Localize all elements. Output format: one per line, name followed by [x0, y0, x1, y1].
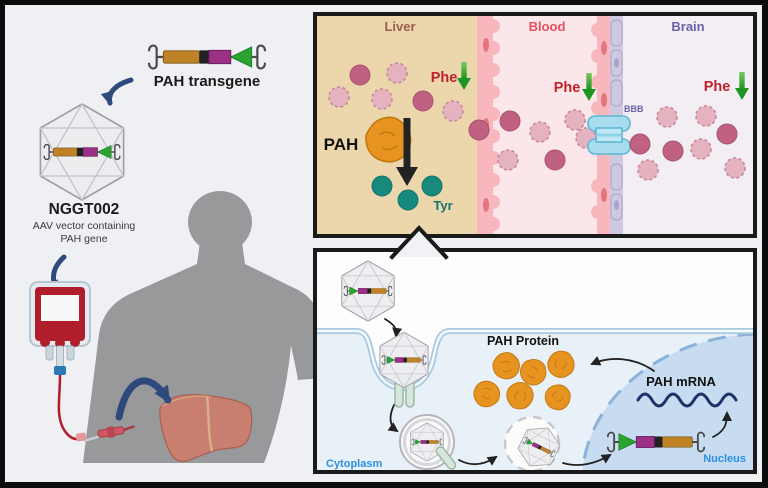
pah-enzyme-label: PAH: [324, 135, 359, 154]
arrow-aav-binding: [384, 318, 403, 338]
endosome-icon: [399, 414, 457, 470]
cytoplasm-label: Cytoplasm: [326, 458, 382, 470]
pah-transgene-label: PAH transgene: [154, 73, 260, 90]
catheter-icon: [97, 425, 135, 438]
disassembling-endosome-icon: [503, 415, 566, 475]
bottom-panel: PAH mRNA PAH Protein Cytoplasm Nucleus: [313, 248, 757, 475]
blood-label: Blood: [529, 19, 566, 34]
bottom-panel-border: [313, 248, 757, 474]
arrow-iv-to-liver: [115, 377, 172, 421]
arrow-transcription: [712, 411, 732, 438]
phe-label-liver: Phe: [431, 70, 458, 86]
arrow-to-nucleus: [562, 453, 612, 466]
mrna-label: PAH mRNA: [646, 374, 716, 389]
arrow-to-endosome: [387, 404, 399, 433]
arrow-translation: [590, 356, 655, 372]
arrow-transgene-to-vector: [100, 77, 134, 106]
phe-molecules-brain: [629, 105, 746, 181]
arrow-endosome-escape: [458, 455, 498, 466]
liver-organ: [159, 393, 253, 463]
tyr-label: Tyr: [433, 198, 452, 213]
human-silhouette: [83, 191, 322, 463]
nucleus-label: Nucleus: [703, 453, 746, 465]
phe-molecules-blood: [497, 109, 597, 171]
tube-clamp: [54, 366, 66, 375]
tyr-molecules: [371, 175, 443, 211]
phe-label-brain: Phe: [704, 79, 731, 95]
bbb-label: BBB: [624, 104, 644, 114]
nucleus-region: [581, 332, 753, 470]
top-panel: Liver Blood Brain Phe Phe Phe: [313, 12, 757, 238]
phe-label-blood: Phe: [554, 80, 581, 96]
pah-protein-label: PAH Protein: [487, 334, 559, 348]
mrna-icon: [636, 392, 738, 408]
vector-desc-line2: PAH gene: [60, 233, 107, 245]
phe-molecules-liver: [328, 62, 490, 141]
liver-label: Liver: [384, 19, 415, 34]
iv-line-and-catheter: [57, 374, 135, 443]
vector-desc-line1: AAV vector containing: [33, 220, 136, 232]
vector-name-label: NGGT002: [49, 201, 120, 218]
bbb-transporter-icon: [587, 115, 631, 155]
iv-bag-icon: [29, 281, 91, 375]
brain-label: Brain: [671, 19, 704, 34]
top-panel-border: [313, 12, 757, 238]
phe-to-tyr-arrow: [396, 118, 418, 186]
panel-callout-notch: [389, 225, 449, 260]
